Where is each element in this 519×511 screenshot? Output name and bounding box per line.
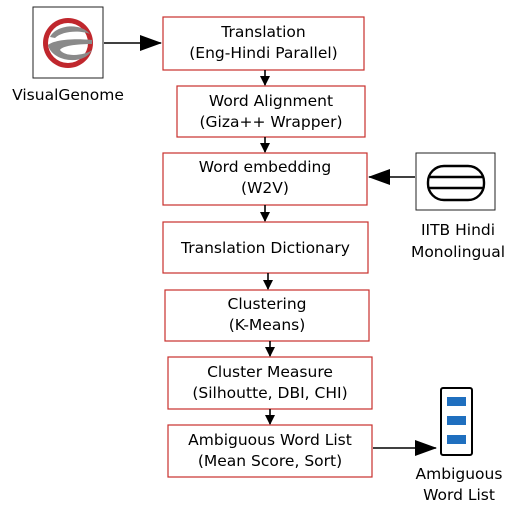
step-translation-box — [162, 16, 365, 71]
document-list-icon — [440, 387, 473, 456]
step-translation-title: Translation — [220, 23, 305, 41]
step-word-embedding-box — [162, 152, 368, 206]
step-word-alignment-box — [176, 85, 366, 138]
step-translation-dictionary-title: Translation Dictionary — [180, 239, 350, 257]
step-word-embedding-title: Word embedding — [199, 158, 331, 176]
output-document: Ambiguous Word List — [416, 387, 503, 504]
step-ambiguous-word-list-box — [167, 424, 373, 478]
step-cluster-measure-box — [167, 356, 373, 410]
step-cluster-measure: Cluster Measure (Silhoutte, DBI, CHI) — [167, 356, 373, 410]
step-cluster-measure-subtitle: (Silhoutte, DBI, CHI) — [192, 384, 347, 402]
step-ambiguous-word-list: Ambiguous Word List (Mean Score, Sort) — [167, 424, 373, 478]
step-translation: Translation (Eng-Hindi Parallel) — [162, 16, 365, 71]
step-word-alignment-title: Word Alignment — [209, 92, 333, 110]
step-clustering: Clustering (K-Means) — [164, 289, 370, 342]
output-label-line2: Word List — [423, 486, 495, 504]
step-ambiguous-word-list-title: Ambiguous Word List — [188, 431, 352, 449]
step-word-alignment-subtitle: (Giza++ Wrapper) — [199, 113, 342, 131]
step-clustering-box — [164, 289, 370, 342]
visualgenome-logo-icon — [43, 18, 93, 68]
step-ambiguous-word-list-subtitle: (Mean Score, Sort) — [198, 452, 342, 470]
step-translation-dictionary-box — [162, 221, 369, 274]
step-cluster-measure-title: Cluster Measure — [207, 363, 333, 381]
output-label-line1: Ambiguous — [416, 465, 503, 483]
step-translation-dictionary: Translation Dictionary — [162, 221, 369, 274]
step-word-embedding-subtitle: (W2V) — [241, 179, 289, 197]
step-clustering-title: Clustering — [228, 295, 307, 313]
visualgenome-label: VisualGenome — [12, 86, 124, 104]
step-translation-subtitle: (Eng-Hindi Parallel) — [189, 44, 337, 62]
iitb-label-line1: IITB Hindi — [421, 221, 495, 239]
iitb-source: IITB Hindi Monolingual — [411, 152, 505, 261]
iitb-label-line2: Monolingual — [411, 243, 505, 261]
step-word-embedding: Word embedding (W2V) — [162, 152, 368, 206]
step-word-alignment: Word Alignment (Giza++ Wrapper) — [176, 85, 366, 138]
database-icon — [426, 164, 486, 202]
step-clustering-subtitle: (K-Means) — [229, 316, 306, 334]
visualgenome-source: VisualGenome — [12, 6, 124, 104]
